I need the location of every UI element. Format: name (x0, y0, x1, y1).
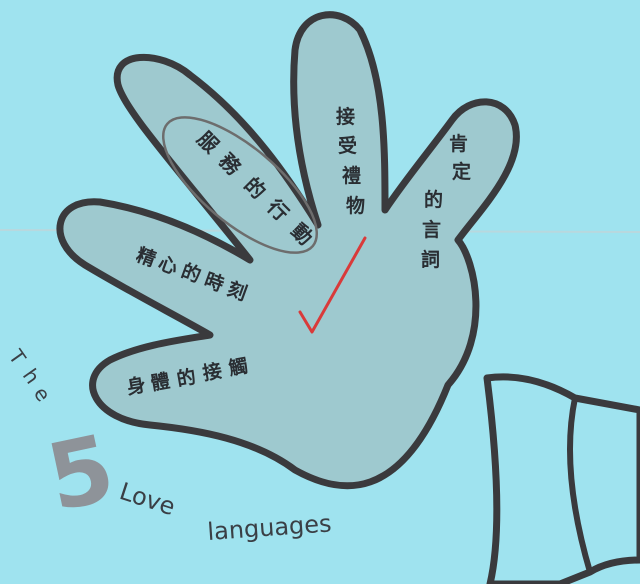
the-char-2: h (18, 364, 45, 388)
index-char-5: 詞 (421, 248, 440, 271)
thumb-char-5: 觸 (227, 354, 250, 380)
love-word: Love (116, 477, 178, 521)
thumb-char-2: 體 (149, 370, 172, 395)
circle-highlight (161, 116, 319, 254)
title-five: 5 (38, 414, 123, 532)
check-mark-icon (298, 236, 367, 334)
index-char-3: 的 (424, 188, 443, 211)
middle-char-4: 物 (346, 194, 365, 217)
glove-hand (56, 11, 520, 490)
the-char-3: e (29, 382, 56, 406)
finger-label-thumb: 身 體 的 接 觸 (125, 354, 250, 399)
index-char-1: 肯 (449, 132, 468, 155)
thumb-char-4: 接 (201, 360, 224, 385)
middle-char-1: 接 (336, 106, 355, 128)
thumb-char-1: 身 (125, 373, 148, 399)
middle-char-3: 禮 (342, 164, 361, 187)
languages-word: languages (206, 509, 332, 546)
finger-label-index: 肯 定 的 言 詞 (421, 132, 471, 271)
title-the: T h e (3, 344, 55, 406)
middle-char-2: 受 (338, 134, 357, 157)
finger-label-middle: 接 受 禮 物 (336, 106, 365, 217)
the-char-1: T (3, 344, 31, 369)
index-char-4: 言 (422, 218, 441, 241)
glove-cuff (483, 373, 640, 584)
title-love-languages: Love languages (116, 477, 332, 546)
cuff-fold (567, 397, 593, 573)
thumb-char-3: 的 (175, 365, 198, 391)
index-char-2: 定 (452, 160, 471, 183)
